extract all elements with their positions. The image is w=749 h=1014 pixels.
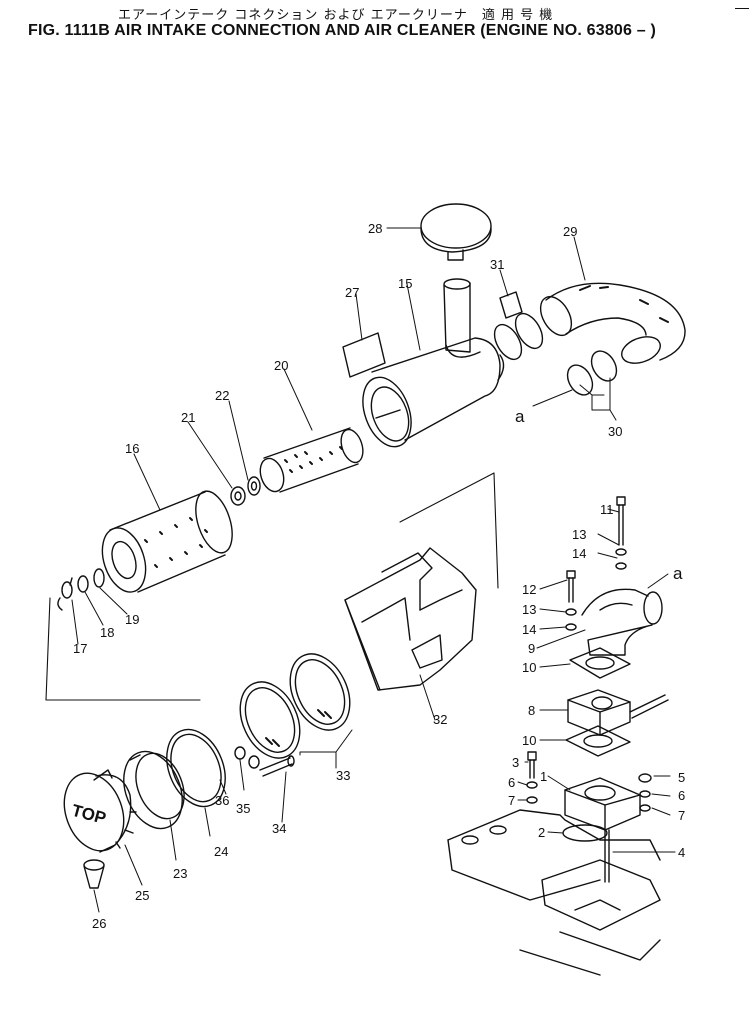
part-7-washer-right xyxy=(639,804,651,812)
part-17-wing-nut xyxy=(57,577,73,611)
callout-29: 29 xyxy=(563,224,577,239)
callout-22: 22 xyxy=(215,388,229,403)
callout-36: 36 xyxy=(215,793,229,808)
callout-18: 18 xyxy=(100,625,114,640)
part-10-gasket-upper xyxy=(569,647,631,679)
part-25-dust-cover xyxy=(63,769,137,853)
diagram-title-japanese: エアーインテーク コネクション および エアークリーナ 適 用 号 機 xyxy=(118,8,554,23)
callout-21: 21 xyxy=(181,410,195,425)
part-36-nut xyxy=(234,746,246,760)
callout-33: 33 xyxy=(336,768,350,783)
part-20-safety-element xyxy=(259,427,364,493)
part-10-gasket-lower xyxy=(565,725,631,757)
callout-14-upper: 14 xyxy=(572,546,586,561)
callout-17: 17 xyxy=(73,641,87,656)
callout-19: 19 xyxy=(125,612,139,627)
part-4-stud-bolt xyxy=(604,829,610,883)
cover-top-marking: TOP xyxy=(70,801,108,828)
reference-letter-a-right: a xyxy=(673,564,683,583)
part-6-washer-right xyxy=(639,790,651,798)
part-18-washer xyxy=(77,575,89,593)
part-30-hose-clamps xyxy=(566,350,618,396)
leader-lines xyxy=(71,227,676,913)
part-12-bolt xyxy=(565,570,577,631)
part-2-o-ring xyxy=(562,824,608,842)
callout-6-left: 6 xyxy=(508,775,515,790)
callout-9: 9 xyxy=(528,641,535,656)
callout-1: 1 xyxy=(540,769,547,784)
callout-10-upper: 10 xyxy=(522,660,536,675)
callout-24: 24 xyxy=(214,844,228,859)
callout-30: 30 xyxy=(608,424,622,439)
callout-13-upper: 13 xyxy=(572,527,586,542)
part-16-primary-element xyxy=(101,490,233,593)
callout-2: 2 xyxy=(538,825,545,840)
part-28-rain-cap xyxy=(420,203,492,261)
diagram-title: FIG. 1111B AIR INTAKE CONNECTION AND AIR… xyxy=(28,22,657,39)
part-27-caution-plate xyxy=(342,332,386,378)
part-34-bolt xyxy=(259,755,295,777)
part-3-bolt xyxy=(526,751,538,804)
part-8-throttle-body xyxy=(567,689,669,736)
callout-8: 8 xyxy=(528,703,535,718)
part-35-nut xyxy=(248,755,260,769)
part-1-intake-housing xyxy=(564,777,641,831)
part-5-nut xyxy=(638,773,652,783)
callout-6-right: 6 xyxy=(678,788,685,803)
engine-block-outline xyxy=(447,809,661,976)
callout-10-lower: 10 xyxy=(522,733,536,748)
callout-7-right: 7 xyxy=(678,808,685,823)
part-21-wing-nut xyxy=(230,486,246,506)
part-31-hose-clamps xyxy=(493,291,544,361)
corner-mark xyxy=(735,8,749,9)
callout-4: 4 xyxy=(678,845,685,860)
callout-11: 11 xyxy=(600,502,614,517)
callout-31: 31 xyxy=(490,257,504,272)
callout-32: 32 xyxy=(433,712,447,727)
part-9-intake-elbow xyxy=(581,588,663,656)
part-29-intake-elbow-hose xyxy=(539,282,686,364)
callout-35: 35 xyxy=(236,801,250,816)
callout-28: 28 xyxy=(368,221,382,236)
part-26-evacuator-valve xyxy=(83,859,105,889)
callout-34: 34 xyxy=(272,821,286,836)
callout-15: 15 xyxy=(398,276,412,291)
part-24-gasket xyxy=(166,728,226,808)
callout-7-left: 7 xyxy=(508,793,515,808)
callout-14-lower: 14 xyxy=(522,622,536,637)
callout-26: 26 xyxy=(92,916,106,931)
callout-25: 25 xyxy=(135,888,149,903)
reference-letter-a-left: a xyxy=(515,407,525,426)
callout-3: 3 xyxy=(512,755,519,770)
part-23-cover-ring xyxy=(123,750,185,830)
part-33-band-clamps xyxy=(239,653,351,759)
callout-27: 27 xyxy=(345,285,359,300)
part-14-washer-upper xyxy=(615,562,627,570)
callout-13-lower: 13 xyxy=(522,602,536,617)
part-19-seal-ring xyxy=(93,568,105,588)
callout-23: 23 xyxy=(173,866,187,881)
part-13-washer-upper xyxy=(615,548,627,556)
callout-5: 5 xyxy=(678,770,685,785)
part-11-bolt xyxy=(616,496,626,546)
callout-12: 12 xyxy=(522,582,536,597)
callout-20: 20 xyxy=(274,358,288,373)
part-15-cleaner-body xyxy=(362,278,505,448)
part-22-washer xyxy=(247,476,261,496)
callout-16: 16 xyxy=(125,441,139,456)
callout-labels: 28 29 31 27 15 20 22 21 16 17 18 19 a 30… xyxy=(73,221,685,931)
part-32-mounting-bracket xyxy=(344,547,477,691)
